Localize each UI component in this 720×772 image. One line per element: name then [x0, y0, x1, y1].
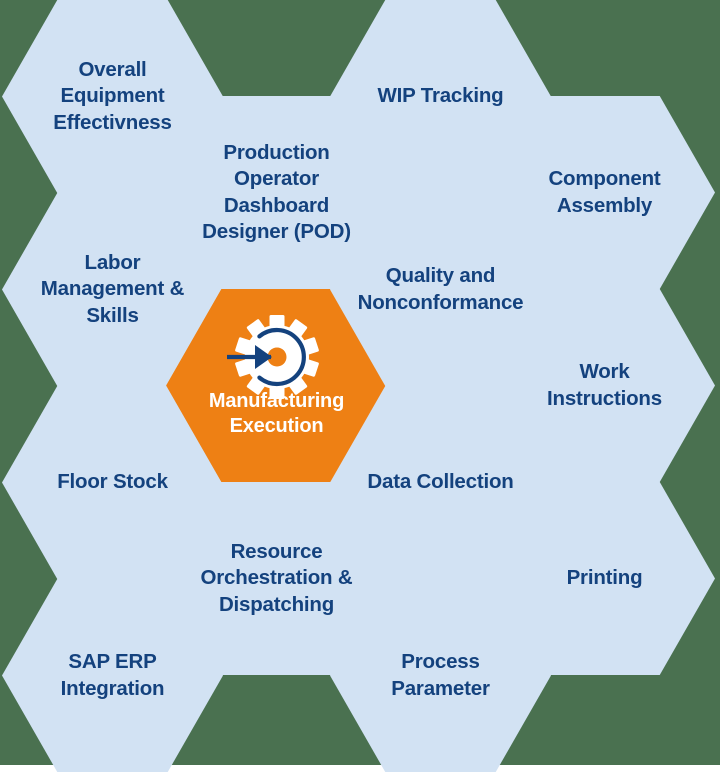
hex-tile-label: Printing — [566, 566, 643, 590]
hex-tile-component-assembly[interactable]: Component Assembly — [494, 96, 715, 289]
hex-tile-work-instructions[interactable]: Work Instructions — [494, 289, 715, 482]
hex-tile-label: Component Assembly — [548, 167, 661, 217]
gear-with-inward-arrow-icon — [223, 313, 331, 409]
hex-tile-printing[interactable]: Printing — [494, 482, 715, 675]
hex-tile-label: Work Instructions — [547, 360, 662, 410]
